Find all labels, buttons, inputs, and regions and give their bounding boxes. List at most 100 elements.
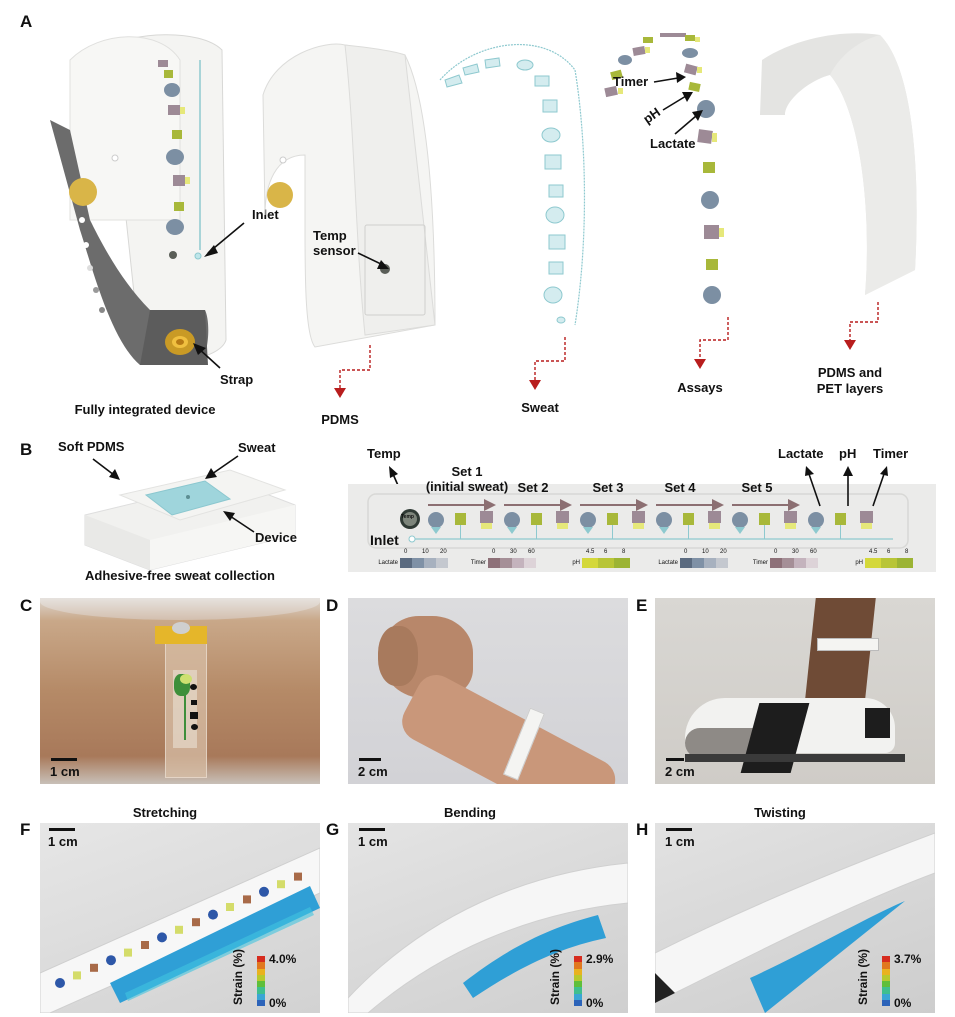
ph-assay xyxy=(683,513,694,525)
strain-axis-label: Strain (%) xyxy=(856,949,870,1006)
annotation-strap: Strap xyxy=(220,372,254,387)
set-label-4: Set 4 xyxy=(664,480,696,495)
assay-dot xyxy=(106,955,116,966)
color-scale-tick: 10 xyxy=(422,549,429,555)
panel-label-g: G xyxy=(326,820,340,839)
color-scale-bar xyxy=(582,558,630,568)
timer-reservoir xyxy=(785,523,796,529)
assay-dot xyxy=(55,978,65,988)
color-swatch xyxy=(488,558,500,568)
color-swatch xyxy=(881,558,897,568)
photo-wrist-device xyxy=(40,598,320,784)
annotation-ph-b: pH xyxy=(839,446,857,461)
assay-dot xyxy=(73,971,81,980)
fem-strain-map-g xyxy=(463,915,606,998)
title-twisting: Twisting xyxy=(754,805,806,820)
color-swatch xyxy=(598,558,614,568)
arrow-ph xyxy=(662,92,693,111)
scale-bar-h: 1 cm xyxy=(665,828,695,849)
inlet-port xyxy=(408,535,416,543)
color-swatch xyxy=(794,558,806,568)
integrated-device-illustration xyxy=(50,34,227,365)
arrow-sweat xyxy=(529,337,566,390)
arrow-assays xyxy=(694,317,729,369)
arrow-device xyxy=(223,511,255,533)
snap-button xyxy=(69,178,97,206)
color-swatch xyxy=(770,558,782,568)
panel-label-a: A xyxy=(20,12,33,31)
lactate-assay xyxy=(808,512,824,528)
timer-reservoir xyxy=(633,523,644,529)
color-swatch xyxy=(897,558,913,568)
color-scale-name: pH xyxy=(572,560,580,566)
caption-pdms: PDMS xyxy=(321,412,359,427)
timer-assay xyxy=(480,511,493,523)
strain-axis-label: Strain (%) xyxy=(548,949,562,1006)
channel-layout-schematic xyxy=(348,484,936,572)
lactate-assay xyxy=(580,512,596,528)
color-scale-bar xyxy=(400,558,448,568)
lactate-assay xyxy=(504,512,520,528)
color-scale-name: Timer xyxy=(752,560,768,566)
color-scale-tick: 60 xyxy=(528,549,535,555)
sweat-collection-schematic xyxy=(84,469,296,571)
photo-stretching xyxy=(40,823,320,1013)
arrow-soft-pdms xyxy=(92,458,120,480)
pdms-layer-illustration xyxy=(262,43,436,348)
color-swatch xyxy=(500,558,512,568)
scale-bar-e: 2 cm xyxy=(665,758,695,779)
panel-label-e: E xyxy=(636,596,648,615)
panel-label-d: D xyxy=(326,596,339,615)
color-swatch xyxy=(512,558,524,568)
timer-reservoir xyxy=(557,523,568,529)
set-label-2: Set 2 xyxy=(517,480,549,495)
annotation-device: Device xyxy=(255,530,297,545)
color-scale-tick: 6 xyxy=(887,549,891,555)
scale-bar-d: 2 cm xyxy=(358,758,388,779)
ph-assay xyxy=(531,513,542,525)
color-scale-tick: 4.5 xyxy=(586,549,595,555)
color-scale-tick: 4.5 xyxy=(869,549,878,555)
timer-reservoir xyxy=(709,523,720,529)
arrow-pdms xyxy=(334,345,371,398)
strain-colorbar xyxy=(882,956,890,1006)
color-scale-tick: 6 xyxy=(604,549,608,555)
caption-integrated-device: Fully integrated device xyxy=(74,402,216,417)
band-white-front xyxy=(69,36,181,221)
color-scale-tick: 8 xyxy=(905,549,909,555)
timer-assay xyxy=(632,511,645,523)
caption-sweat: Sweat xyxy=(521,400,559,415)
arrow-timer xyxy=(653,72,686,83)
strain-min-label: 0% xyxy=(269,996,287,1010)
color-scale-name: pH xyxy=(855,560,863,566)
arrow-sweat-b xyxy=(205,455,239,479)
color-scale-bar xyxy=(488,558,536,568)
strain-axis-label: Strain (%) xyxy=(231,949,245,1006)
color-scale-tick: 8 xyxy=(622,549,626,555)
photo-fist-wristband xyxy=(348,598,628,784)
color-scale-tick: 0 xyxy=(774,549,778,555)
assay-dot xyxy=(277,880,285,889)
color-swatch xyxy=(412,558,424,568)
lactate-assay xyxy=(732,512,748,528)
scale-bar-f: 1 cm xyxy=(48,828,78,849)
panel-label-f: F xyxy=(20,820,31,839)
pdms-pet-layers-illustration xyxy=(760,33,917,295)
strain-colorbar xyxy=(257,956,265,1006)
strain-colorbar xyxy=(574,956,582,1006)
color-swatch xyxy=(582,558,598,568)
assay-dot xyxy=(192,918,200,927)
color-scale-tick: 20 xyxy=(720,549,727,555)
annotation-inlet-b: Inlet xyxy=(370,532,399,548)
color-scale-tick: 0 xyxy=(404,549,408,555)
panel-label-c: C xyxy=(20,596,33,615)
ph-assay xyxy=(455,513,466,525)
assay-dot xyxy=(208,909,218,920)
device-strip-g xyxy=(348,862,628,1013)
yellow-clasp xyxy=(155,626,207,644)
arrow-temp-sensor xyxy=(357,252,389,269)
strain-min-label: 0% xyxy=(894,996,912,1010)
color-swatch xyxy=(692,558,704,568)
caption-adhesive-free: Adhesive-free sweat collection xyxy=(84,568,275,583)
